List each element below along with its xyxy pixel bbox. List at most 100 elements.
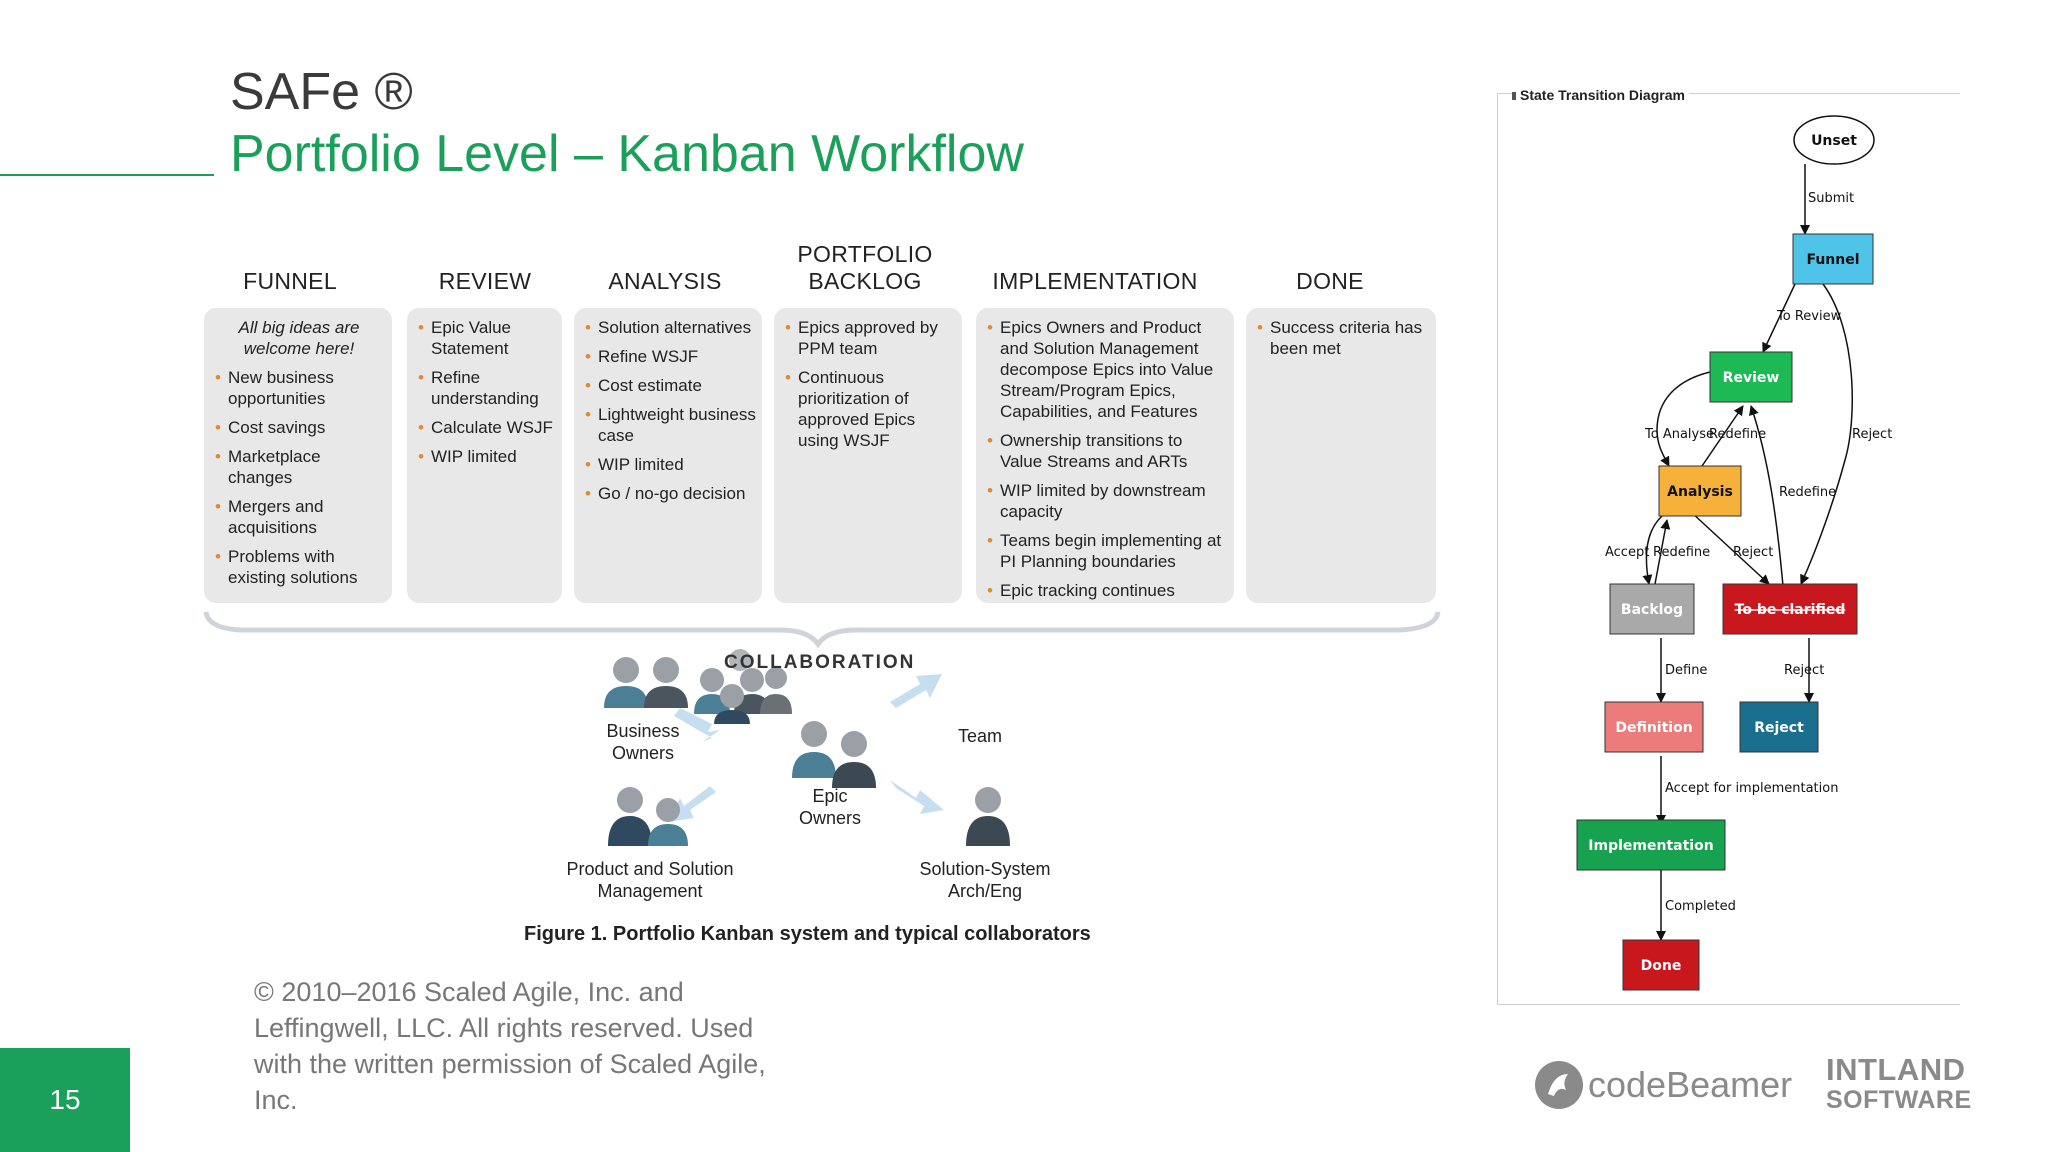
list-item: Refine understanding — [418, 367, 558, 409]
edge-redefine-backlog-label: Redefine — [1653, 545, 1710, 560]
collaboration-title: COLLABORATION — [724, 652, 916, 673]
state-backlog-label: Backlog — [1621, 602, 1683, 618]
state-funnel — [1792, 233, 1874, 285]
codebeamer-logo-text: codeBeamer — [1588, 1064, 1793, 1105]
edge-reject-funnel-label: Reject — [1852, 427, 1892, 442]
epic-owners-icon — [792, 721, 876, 788]
edge-reject-clarified-label: Reject — [1784, 663, 1824, 678]
state-review-label: Review — [1723, 370, 1780, 386]
state-unset-label: Unset — [1811, 133, 1857, 149]
business-owners-icon — [604, 657, 688, 708]
edge-completed-label: Completed — [1665, 899, 1736, 914]
state-review — [1709, 351, 1793, 403]
list-item: Epic tracking continues — [987, 580, 1229, 601]
page-number: 15 — [49, 1084, 81, 1115]
edge-accept-impl-label: Accept for implementation — [1665, 781, 1838, 796]
state-analysis-label: Analysis — [1667, 484, 1733, 500]
collaboration-brace — [203, 611, 1441, 649]
state-diagram-panel — [1497, 93, 1960, 1005]
portfolio-backlog-content: Epics approved by PPM team Continuous pr… — [785, 317, 957, 459]
column-header-implementation: IMPLEMENTATION — [992, 268, 1198, 294]
list-item: Solution alternatives — [585, 317, 757, 338]
state-reject — [1739, 701, 1819, 753]
edge-to-review — [1762, 283, 1796, 353]
list-item: Continuous prioritization of approved Ep… — [785, 367, 957, 451]
state-definition-label: Definition — [1615, 720, 1692, 736]
product-mgmt-icon — [608, 787, 688, 846]
funnel-intro: All big ideas are welcome here! — [238, 318, 360, 358]
list-item: Go / no-go decision — [585, 483, 757, 504]
state-implementation-label: Implementation — [1588, 838, 1713, 854]
list-item: Teams begin implementing at PI Planning … — [987, 530, 1229, 572]
list-item: New business opportunities — [215, 367, 383, 409]
edge-redefine-review — [1701, 405, 1744, 467]
edge-reject-analysis — [1690, 511, 1770, 585]
list-item: Epic Value Statement — [418, 317, 558, 359]
edge-accept — [1642, 511, 1668, 585]
state-reject-label: Reject — [1754, 720, 1804, 736]
state-done — [1622, 939, 1700, 991]
title-divider — [0, 174, 214, 176]
collaboration-graphic — [203, 611, 1441, 846]
solution-arch-label: Solution-System Arch/Eng — [919, 859, 1051, 901]
edge-redefine-review-label: Redefine — [1709, 427, 1766, 442]
edge-reject-analysis-label: Reject — [1733, 545, 1773, 560]
edge-define-label: Define — [1665, 663, 1707, 678]
collaboration-arrows — [668, 674, 944, 822]
intland-logo-line1: INTLAND — [1826, 1052, 1966, 1087]
transition-edges — [1642, 164, 1854, 941]
state-to-be-clarified-label: To be clarified — [1735, 602, 1846, 618]
intland-logo-line2: SOFTWARE — [1826, 1086, 1972, 1114]
list-item: Calculate WSJF — [418, 417, 558, 438]
slide-title: SAFe ® — [230, 63, 413, 121]
list-item: Mergers and acquisitions — [215, 496, 383, 538]
figure-caption: Figure 1. Portfolio Kanban system and ty… — [524, 923, 1091, 945]
list-item: WIP limited — [585, 454, 757, 475]
edge-redefine-clarified-label: Redefine — [1779, 485, 1836, 500]
list-item: Lightweight business case — [585, 404, 757, 446]
list-item: Epics Owners and Product and Solution Ma… — [987, 317, 1229, 422]
business-owners-label: Business Owners — [606, 721, 680, 763]
edge-submit-label: Submit — [1808, 191, 1854, 206]
edge-redefine-clarified — [1749, 405, 1784, 587]
arrow-to-team — [890, 674, 942, 708]
state-unset — [1793, 115, 1875, 165]
state-implementation — [1576, 819, 1726, 871]
list-item: Problems with existing solutions — [215, 546, 383, 588]
column-header-done: DONE — [1296, 268, 1364, 294]
state-transition-diagram: Unset Funnel Review Analysis Backlog To … — [1576, 115, 1892, 991]
solution-arch-icon — [966, 787, 1010, 846]
team-label: Team — [957, 726, 1002, 746]
state-done-label: Done — [1641, 958, 1682, 974]
edge-reject-funnel — [1800, 283, 1854, 585]
state-to-be-clarified — [1722, 583, 1858, 635]
state-funnel-label: Funnel — [1806, 252, 1859, 268]
column-header-funnel: FUNNEL — [243, 268, 337, 294]
list-item: WIP limited by downstream capacity — [987, 480, 1229, 522]
copyright-notice: © 2010–2016 Scaled Agile, Inc. and Leffi… — [254, 977, 766, 1115]
epic-owners-label: Epic Owners — [798, 786, 861, 828]
arrow-to-business-owners — [674, 708, 720, 742]
edge-to-review-label: To Review — [1776, 309, 1842, 324]
done-content: Success criteria has been met — [1257, 317, 1429, 367]
edge-to-analyse-label: To Analyse — [1644, 427, 1714, 442]
list-item: WIP limited — [418, 446, 558, 467]
state-backlog — [1609, 583, 1695, 635]
list-item: Marketplace changes — [215, 446, 383, 488]
implementation-content: Epics Owners and Product and Solution Ma… — [987, 317, 1229, 609]
list-item: Epics approved by PPM team — [785, 317, 957, 359]
slide-subtitle: Portfolio Level – Kanban Workflow — [230, 125, 1024, 183]
list-item: Refine WSJF — [585, 346, 757, 367]
funnel-content: All big ideas are welcome here! New busi… — [215, 317, 383, 596]
state-diagram-title: State Transition Diagram — [1516, 87, 1689, 103]
review-content: Epic Value Statement Refine understandin… — [418, 317, 558, 475]
team-icon — [694, 649, 792, 724]
state-analysis — [1658, 465, 1742, 517]
column-header-portfolio-backlog: PORTFOLIO BACKLOG — [797, 241, 933, 294]
column-header-analysis: ANALYSIS — [608, 268, 722, 294]
arrow-to-arch — [890, 780, 944, 814]
edge-to-analyse — [1656, 371, 1711, 467]
analysis-content: Solution alternatives Refine WSJF Cost e… — [585, 317, 757, 512]
codebeamer-logo-icon — [1535, 1061, 1583, 1109]
state-definition — [1604, 701, 1704, 753]
